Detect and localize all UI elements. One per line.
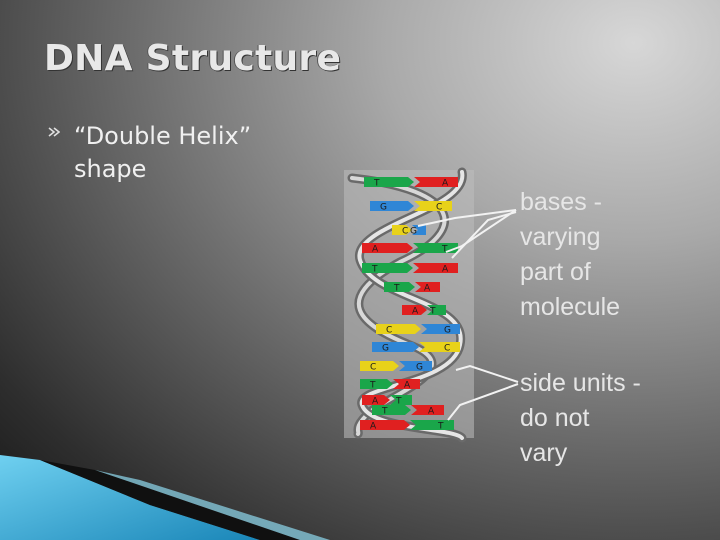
base-left-label: T	[381, 407, 388, 417]
base-left-label: T	[393, 284, 400, 294]
ribbon-dark-band	[40, 460, 300, 540]
base-left	[370, 201, 414, 211]
base-right-label: C	[444, 344, 450, 354]
base-right	[410, 420, 454, 430]
side-units-annotation-line: do not	[520, 404, 590, 432]
bullet-item: “Double Helix” shape	[48, 120, 348, 186]
base-left	[362, 263, 413, 273]
bases-annotation-line: bases -	[520, 188, 602, 216]
ribbon-blue-band	[0, 455, 260, 540]
base-right	[414, 177, 458, 187]
base-right-label: G	[444, 326, 451, 336]
base-right-label: A	[428, 407, 435, 417]
base-right-label: T	[429, 307, 436, 317]
base-left	[360, 420, 410, 430]
base-left-label: A	[372, 397, 379, 407]
bases-pointer-lines	[417, 209, 517, 259]
base-left-label: A	[372, 245, 379, 255]
base-right-label: C	[436, 203, 442, 213]
base-left	[362, 395, 390, 405]
base-left	[372, 342, 419, 352]
base-left-label: T	[373, 179, 380, 189]
base-right-label: T	[395, 397, 402, 407]
bullet-arrow-icon	[48, 127, 60, 137]
base-left	[364, 177, 414, 187]
bases-annotation-line: varying	[520, 223, 601, 251]
bases-annotation-line: part of	[520, 258, 591, 286]
base-left	[402, 305, 427, 315]
side-units-annotation-line: side units -	[520, 369, 641, 397]
base-right	[419, 342, 460, 352]
base-left	[376, 324, 421, 334]
side-units-annotation-line: vary	[520, 439, 568, 467]
base-right	[411, 405, 444, 415]
base-left	[392, 225, 412, 235]
base-left-label: T	[371, 265, 378, 275]
sides-pointer-lines	[447, 364, 519, 421]
base-right-label: A	[442, 179, 449, 189]
base-left	[360, 361, 399, 371]
base-left-label: C	[402, 227, 408, 237]
base-left-label: G	[380, 203, 387, 213]
bullet-line-2: shape	[74, 155, 147, 183]
base-left-label: G	[382, 344, 389, 354]
base-right	[412, 225, 426, 235]
bases-annotation: bases - varying part of molecule	[520, 185, 620, 325]
bases-annotation-line: molecule	[520, 293, 621, 321]
ribbon-light-band	[95, 470, 330, 540]
base-left-label: T	[369, 381, 376, 391]
bullet-line-1: “Double Helix”	[74, 122, 252, 150]
side-units-annotation: side units - do not vary	[520, 366, 641, 471]
base-right-label: G	[410, 227, 417, 237]
base-right-label: G	[416, 363, 423, 373]
base-right	[393, 379, 420, 389]
helix-strand-right-highlight	[357, 170, 465, 440]
base-left-label: C	[386, 326, 392, 336]
base-right	[399, 361, 432, 371]
base-right-label: A	[404, 381, 411, 391]
base-right-label: A	[424, 284, 431, 294]
base-right	[421, 324, 460, 334]
base-left	[360, 379, 393, 389]
base-right	[413, 243, 458, 253]
base-right-label: A	[442, 265, 449, 275]
base-right	[414, 201, 452, 211]
base-left-label: A	[370, 422, 377, 432]
base-right	[390, 395, 412, 405]
base-left-label: C	[370, 363, 376, 373]
base-left	[384, 282, 415, 292]
base-right-label: T	[437, 422, 444, 432]
base-right-label: T	[441, 245, 448, 255]
base-left	[362, 243, 413, 253]
slide-title: DNA Structure	[44, 38, 342, 79]
base-left	[372, 405, 411, 415]
base-right	[415, 282, 440, 292]
base-right	[413, 263, 458, 273]
base-right	[427, 305, 446, 315]
bullet-text: “Double Helix” shape	[74, 120, 348, 186]
base-left-label: A	[412, 307, 419, 317]
